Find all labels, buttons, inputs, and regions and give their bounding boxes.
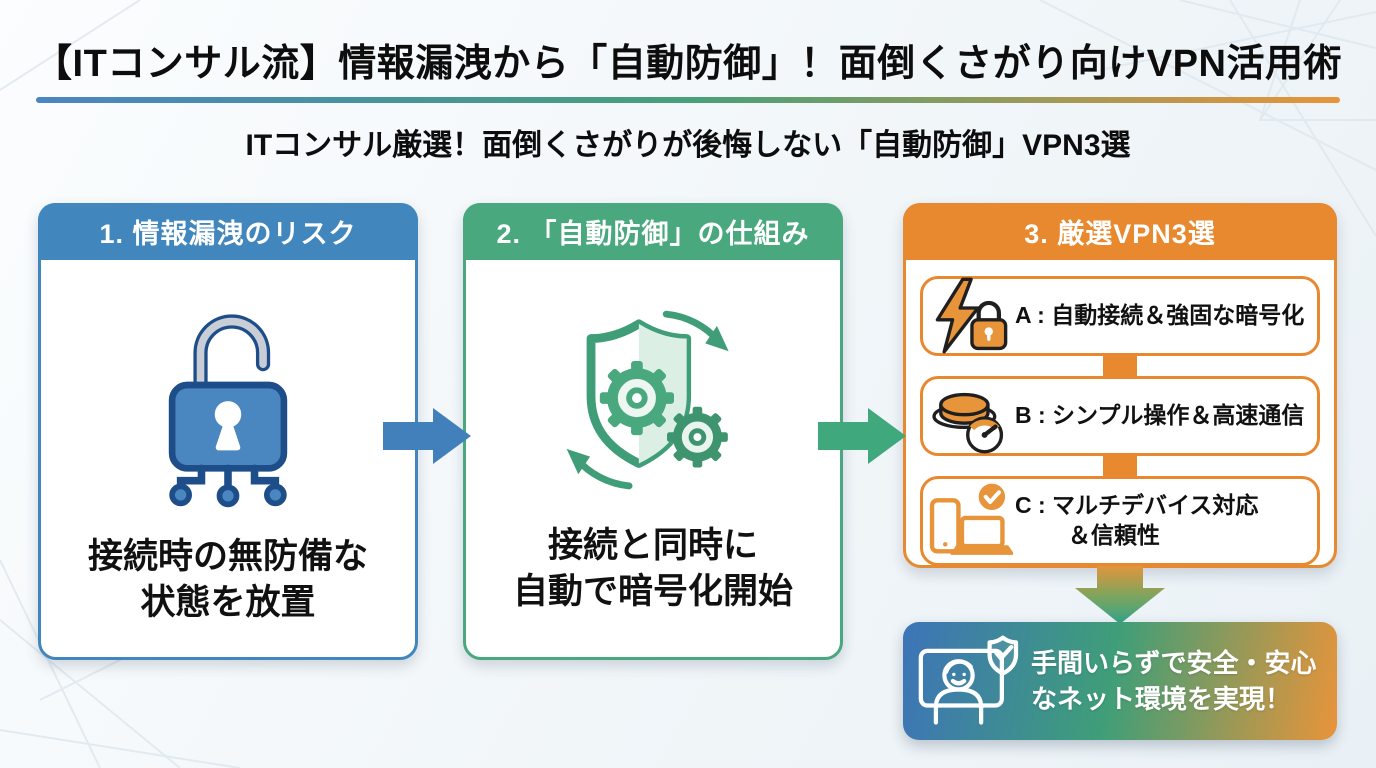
vpn-item-a: A : 自動接続＆強固な暗号化: [920, 276, 1320, 356]
vpn-connector: [1103, 356, 1137, 376]
unlocked-padlock-circuit-icon: [168, 314, 288, 508]
arrow-step1-to-step2: [383, 408, 471, 464]
page-title: 【ITコンサル流】情報漏洩から「自動防御」！面倒くさがり向けVPN活用術: [34, 43, 1342, 85]
arrow-step2-to-step3: [818, 408, 906, 464]
vpn-item-c: C : マルチデバイス対応＆信頼性: [920, 476, 1320, 566]
step-card-vpn-picks: 3. 厳選VPN3選 A : 自動接続＆強固な暗号化: [903, 203, 1337, 568]
arrow-step3-to-result: [1075, 564, 1165, 624]
step-card-risk-header: 1. 情報漏洩のリスク: [38, 203, 418, 260]
person-monitor-shield-icon: [918, 635, 1019, 725]
step-card-risk: 1. 情報漏洩のリスク 接続時の無防備な 状態を放置: [38, 203, 418, 660]
vpn-connector: [1103, 456, 1137, 476]
multi-device-check-icon: [923, 479, 1015, 563]
step-card-vpn-header: 3. 厳選VPN3選: [903, 203, 1337, 260]
lightning-lock-icon: [923, 276, 1015, 356]
push-button-speedometer-icon: [923, 376, 1015, 456]
vpn-item-b: B : シンプル操作＆高速通信: [920, 376, 1320, 456]
vpn-item-c-label: C : マルチデバイス対応＆信頼性: [1015, 492, 1259, 548]
result-text: 手間いらずで安全・安心 なネット環境を実現！: [1031, 647, 1317, 714]
page-subtitle: ITコンサル厳選！面倒くさがりが後悔しない「自動防御」VPN3選: [245, 129, 1131, 162]
vpn-item-b-label: B : シンプル操作＆高速通信: [1015, 402, 1305, 429]
step-card-mechanism-header: 2. 「自動防御」の仕組み: [463, 203, 843, 260]
step-card-mechanism: 2. 「自動防御」の仕組み: [463, 203, 843, 660]
result-banner: 手間いらずで安全・安心 なネット環境を実現！: [903, 622, 1337, 740]
step-risk-caption: 接続時の無防備な 状態を放置: [87, 537, 368, 623]
vpn-item-a-label: A : 自動接続＆強固な暗号化: [1015, 302, 1305, 329]
gradient-divider: [36, 97, 1340, 103]
step-mechanism-caption: 接続と同時に 自動で暗号化開始: [512, 526, 793, 612]
shield-gears-sync-icon: [566, 310, 729, 490]
